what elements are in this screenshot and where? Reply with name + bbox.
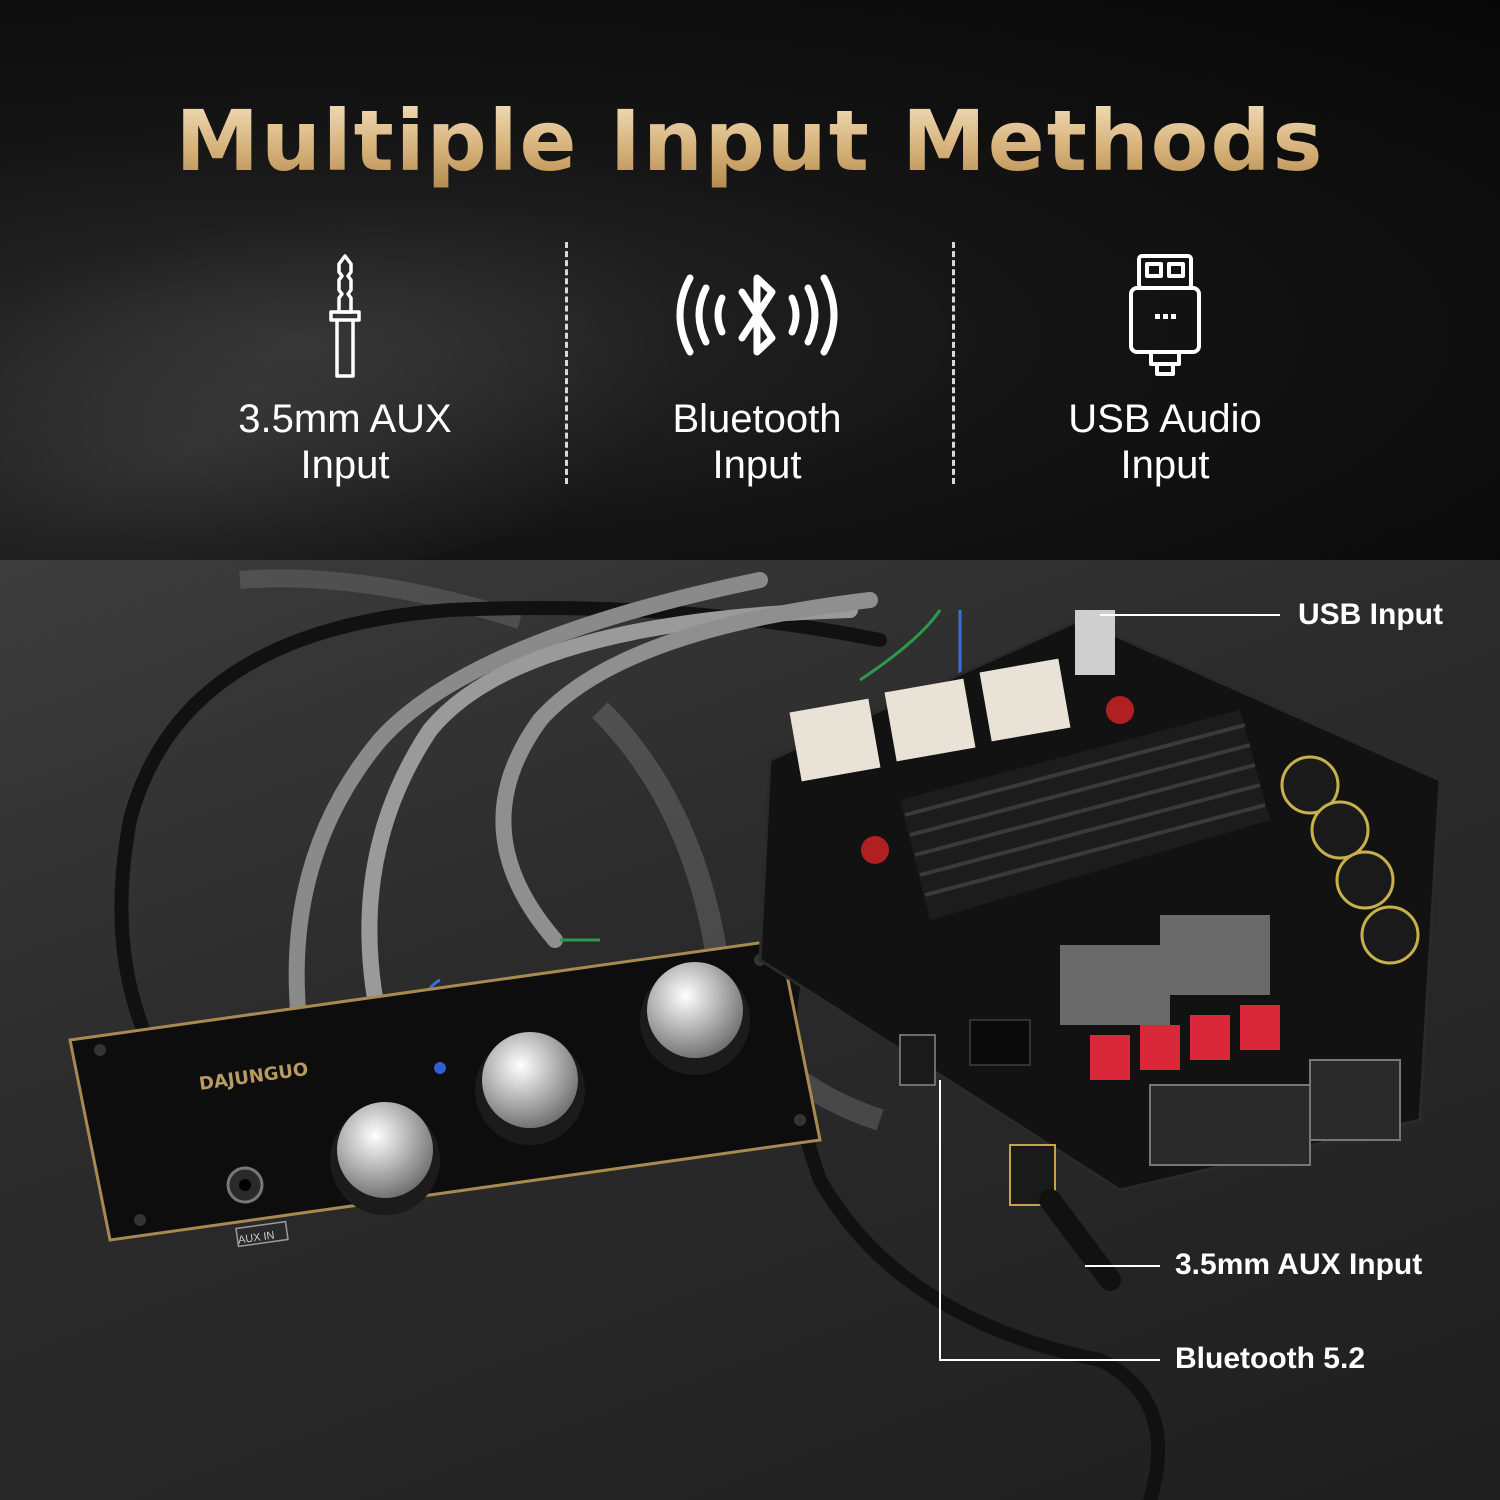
usb-drive-icon	[975, 250, 1355, 380]
control-panel: DAJUNGUO	[68, 938, 822, 1248]
header-banner: Multiple Input Methods 3.5mm AUX Input	[0, 0, 1500, 560]
amplifier-board	[758, 610, 1442, 1291]
method-aux-label: 3.5mm AUX Input	[238, 397, 452, 487]
method-usb: USB Audio Input	[975, 250, 1355, 488]
callout-usb-input: USB Input	[1298, 598, 1443, 631]
method-bluetooth-label: Bluetooth Input	[672, 397, 842, 487]
callout-bluetooth: Bluetooth 5.2	[1175, 1342, 1366, 1375]
method-usb-label: USB Audio Input	[1068, 397, 1262, 487]
callout-aux-input: 3.5mm AUX Input	[1175, 1248, 1423, 1281]
method-bluetooth: Bluetooth Input	[567, 250, 947, 488]
method-aux: 3.5mm AUX Input	[155, 250, 535, 488]
product-illustration: DAJUNGUO	[68, 569, 1442, 1500]
bluetooth-icon	[567, 250, 947, 380]
audio-jack-icon	[155, 250, 535, 380]
product-photo: DAJUNGUO	[0, 560, 1500, 1500]
divider	[952, 242, 955, 484]
page-title: Multiple Input Methods	[0, 92, 1500, 190]
divider	[565, 242, 568, 484]
